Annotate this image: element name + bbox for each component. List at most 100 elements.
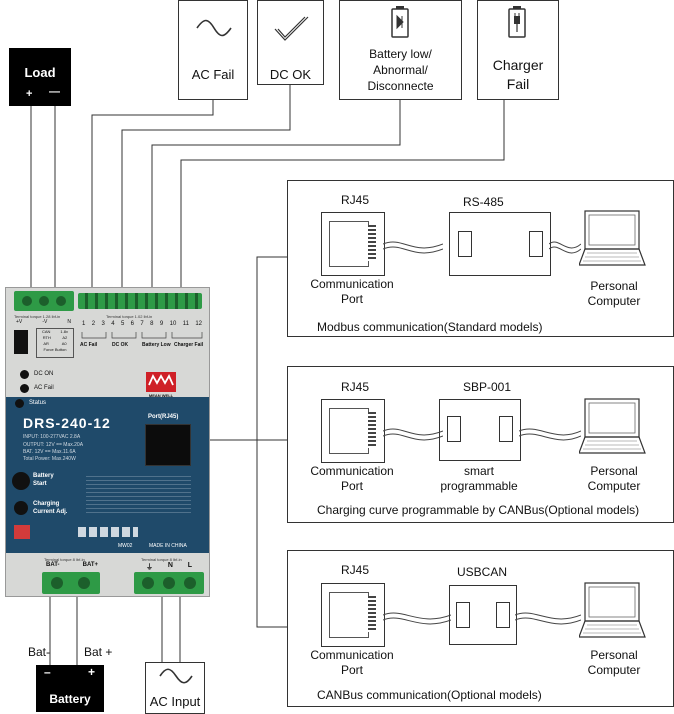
terminal-number: 7 [140, 321, 144, 327]
psu-input: INPUT: 100-277VAC 2.8A [23, 434, 81, 440]
mw-code: MW02 [118, 543, 133, 549]
charger-fail-line-1: Charger [492, 57, 544, 73]
battery-low-line-1: Battery low/ [369, 47, 432, 61]
made-in-china: MADE IN CHINA [149, 543, 187, 549]
charging-adj-label-1: Charging [33, 501, 60, 507]
rj45-label: RJ45 [341, 380, 370, 394]
pc-label-1: Personal [590, 279, 638, 293]
dip-label: 1.8v [60, 329, 68, 334]
converter-device [449, 585, 517, 645]
rj45-port-icon [321, 212, 385, 276]
terminal-number: 5 [120, 321, 125, 327]
laptop-icon [579, 582, 646, 638]
mean-well-logo [146, 372, 176, 392]
terminal-group-label: DC OK [112, 342, 129, 348]
port-label-2: Port [340, 479, 363, 493]
top-term-labels: +V -V N [16, 319, 71, 325]
load-block: Load + — [9, 48, 71, 106]
ac-fail-label: AC Fail [191, 67, 235, 82]
load-terminal-block [14, 291, 74, 311]
port-label-1: Communication [310, 464, 394, 478]
led-status [15, 399, 24, 408]
ac-terminal-label: L [187, 562, 192, 569]
battery-start-label-2: Start [33, 481, 47, 487]
sine-wave-icon [159, 668, 193, 684]
psu-bat: BAT. 12V == Max.11.6A [23, 449, 76, 455]
device-label: RS-485 [463, 195, 504, 209]
dip-label: CAN [41, 329, 51, 334]
charger-fail-box: Charger Fail [477, 0, 559, 100]
rj45-socket[interactable] [145, 424, 191, 466]
dip-label: Force Button [43, 347, 67, 352]
led-status-label: Status [29, 400, 47, 406]
battery-pos-label: Bat + [84, 645, 113, 659]
pc-cable [519, 428, 581, 441]
device-sub-1: smart [464, 464, 494, 478]
terminal-numbers: 1 2 3 4 5 6 7 8 9 10 11 12 [82, 321, 202, 327]
torque-signal: Terminal torque 1.02 lbf-in [106, 314, 153, 319]
battery-neg-label: Bat- [28, 645, 51, 659]
bat-terminal-label: BAT- [46, 562, 60, 568]
torque-bat: Terminal torque 8 lbf-in [44, 557, 85, 562]
load-plus: + [26, 88, 33, 100]
terminal-number: 4 [111, 321, 115, 327]
top-term-label: -V [42, 319, 48, 325]
ac-fail-box: AC Fail [178, 0, 248, 100]
battery-start-label-1: Battery [33, 473, 54, 479]
converter-device [439, 399, 521, 461]
canbus-panel: RJ45 USBCAN Communication Port Personal … [287, 550, 674, 707]
ac-terminal-labels: ⏚ N L [146, 562, 192, 572]
ac-input-box: AC Input [145, 662, 205, 714]
ac-terminal-label: ⏚ [146, 564, 153, 571]
device-sub-2: programmable [440, 479, 518, 493]
terminal-number: 9 [159, 321, 164, 327]
terminal-group-label: AC Fail [80, 342, 98, 348]
terminal-group-label: Charger Fail [174, 342, 204, 348]
psu-model: DRS-240-12 [23, 415, 111, 431]
device-label: USBCAN [457, 565, 508, 579]
top-term-label: +V [16, 319, 23, 325]
terminal-number: 1 [82, 321, 86, 327]
psu-output: OUTPUT: 12V == Max.20A [23, 442, 84, 448]
terminal-number: 2 [91, 321, 96, 327]
led-dc-on-label: DC ON [34, 371, 54, 377]
bat-terminal-labels: BAT- BAT+ [46, 562, 98, 568]
dip-label: AR [43, 341, 49, 346]
panel-caption: Modbus communication(Standard models) [317, 320, 543, 334]
device-label: SBP-001 [463, 380, 512, 394]
pc-cable [515, 612, 581, 625]
modbus-panel: RJ45 RS-485 Communication Port Personal … [287, 180, 674, 337]
ac-terminal-label: N [167, 562, 173, 569]
converter-device [449, 212, 551, 276]
charging-adj-knob[interactable] [14, 501, 28, 515]
sine-wave-icon [196, 19, 232, 37]
pc-label-1: Personal [590, 648, 638, 662]
pc-label-2: Computer [587, 294, 641, 308]
port-label-2: Port [340, 663, 363, 677]
port-label-1: Communication [310, 277, 394, 291]
sbp001-panel: RJ45 SBP-001 Communication Port smart pr… [287, 366, 674, 523]
dip-label: A2 [62, 335, 68, 340]
psu-total: Total Power: Max.240W [23, 456, 76, 462]
bat-terminal-label: BAT+ [82, 562, 98, 568]
battery-low-line-3: Disconnecte [367, 79, 434, 93]
battery-start-button[interactable] [12, 472, 30, 490]
charger-fail-line-2: Fail [506, 76, 530, 92]
battery-low-box: Battery low/ Abnormal/ Disconnecte [339, 0, 462, 100]
dip-switch[interactable] [14, 525, 30, 539]
port-label-1: Communication [310, 648, 394, 662]
led-dc-on [20, 370, 29, 379]
terminal-number: 3 [101, 321, 105, 327]
terminal-group-label: Battery Low [142, 342, 171, 348]
dc-ok-box: DC OK [257, 0, 324, 85]
pc-label-1: Personal [590, 464, 638, 478]
battery-title: Battery [49, 692, 91, 706]
brand-name: MEAN WELL [148, 393, 174, 398]
laptop-icon [579, 398, 646, 454]
ac-input-label: AC Input [149, 694, 201, 709]
cert-marks [78, 527, 138, 537]
battery-minus: – [44, 665, 51, 679]
laptop-icon [579, 210, 646, 266]
